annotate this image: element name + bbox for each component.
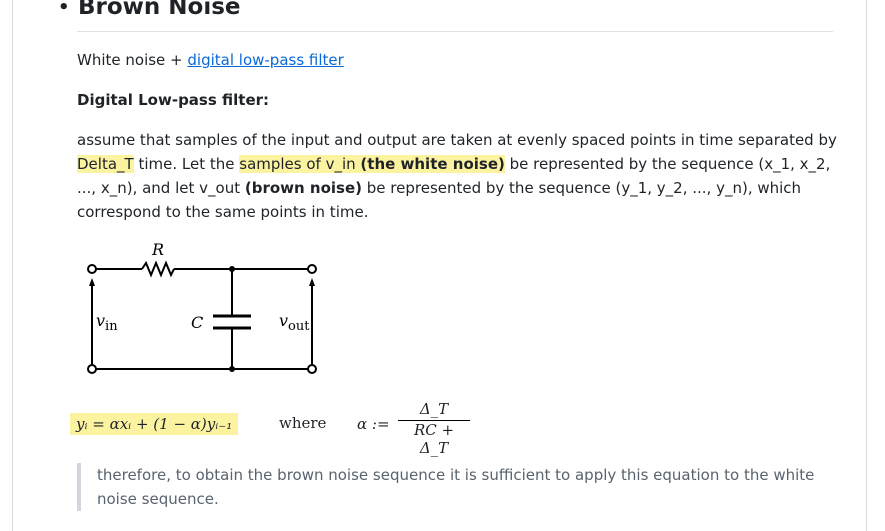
rc-circuit-diagram: R C vin vout <box>87 240 317 374</box>
heading-text: Brown Noise <box>78 0 241 20</box>
text: samples of v_in <box>239 155 361 173</box>
heading-divider <box>77 31 833 32</box>
bullet: • <box>58 0 70 18</box>
text: be represented by the sequence (y_1, y_2… <box>77 179 802 221</box>
sub: in <box>105 319 118 334</box>
recurrence-equation: yᵢ = αxᵢ + (1 − α)yᵢ₋₁ <box>70 413 239 435</box>
resistor-label: R <box>151 240 164 259</box>
alpha-def: α := <box>357 415 390 433</box>
denominator: RC + Δ_T <box>413 421 455 457</box>
section-heading: • Brown Noise <box>58 0 241 20</box>
highlight-samples: samples of v_in (the white noise) <box>239 155 505 173</box>
v: v <box>96 311 105 330</box>
highlight-delta: Delta_T <box>77 155 134 173</box>
vin-label: vin <box>96 311 118 334</box>
content-frame <box>12 0 867 531</box>
where-text: where <box>279 414 327 432</box>
text: be represented by the sequence (x_1, x_2… <box>77 155 831 197</box>
capacitor-label: C <box>191 313 203 332</box>
intro-line: White noise + digital low-pass filter <box>77 48 837 72</box>
vout-label: vout <box>279 311 310 334</box>
text: time. Let the <box>133 155 240 173</box>
intro-text: White noise + <box>77 51 188 69</box>
description-paragraph: assume that samples of the input and out… <box>77 128 837 224</box>
low-pass-filter-link[interactable]: digital low-pass filter <box>187 51 344 69</box>
numerator: Δ_T <box>398 400 470 421</box>
blockquote: therefore, to obtain the brown noise seq… <box>77 463 847 511</box>
bold-text: (the white noise) <box>360 155 505 173</box>
v: v <box>279 311 288 330</box>
text: assume that samples of the input and out… <box>77 131 837 149</box>
subheading: Digital Low-pass filter: <box>77 91 270 109</box>
bold-text: (brown noise) <box>244 179 362 197</box>
sub: out <box>288 319 310 334</box>
alpha-fraction: Δ_T RC + Δ_T <box>398 400 470 457</box>
